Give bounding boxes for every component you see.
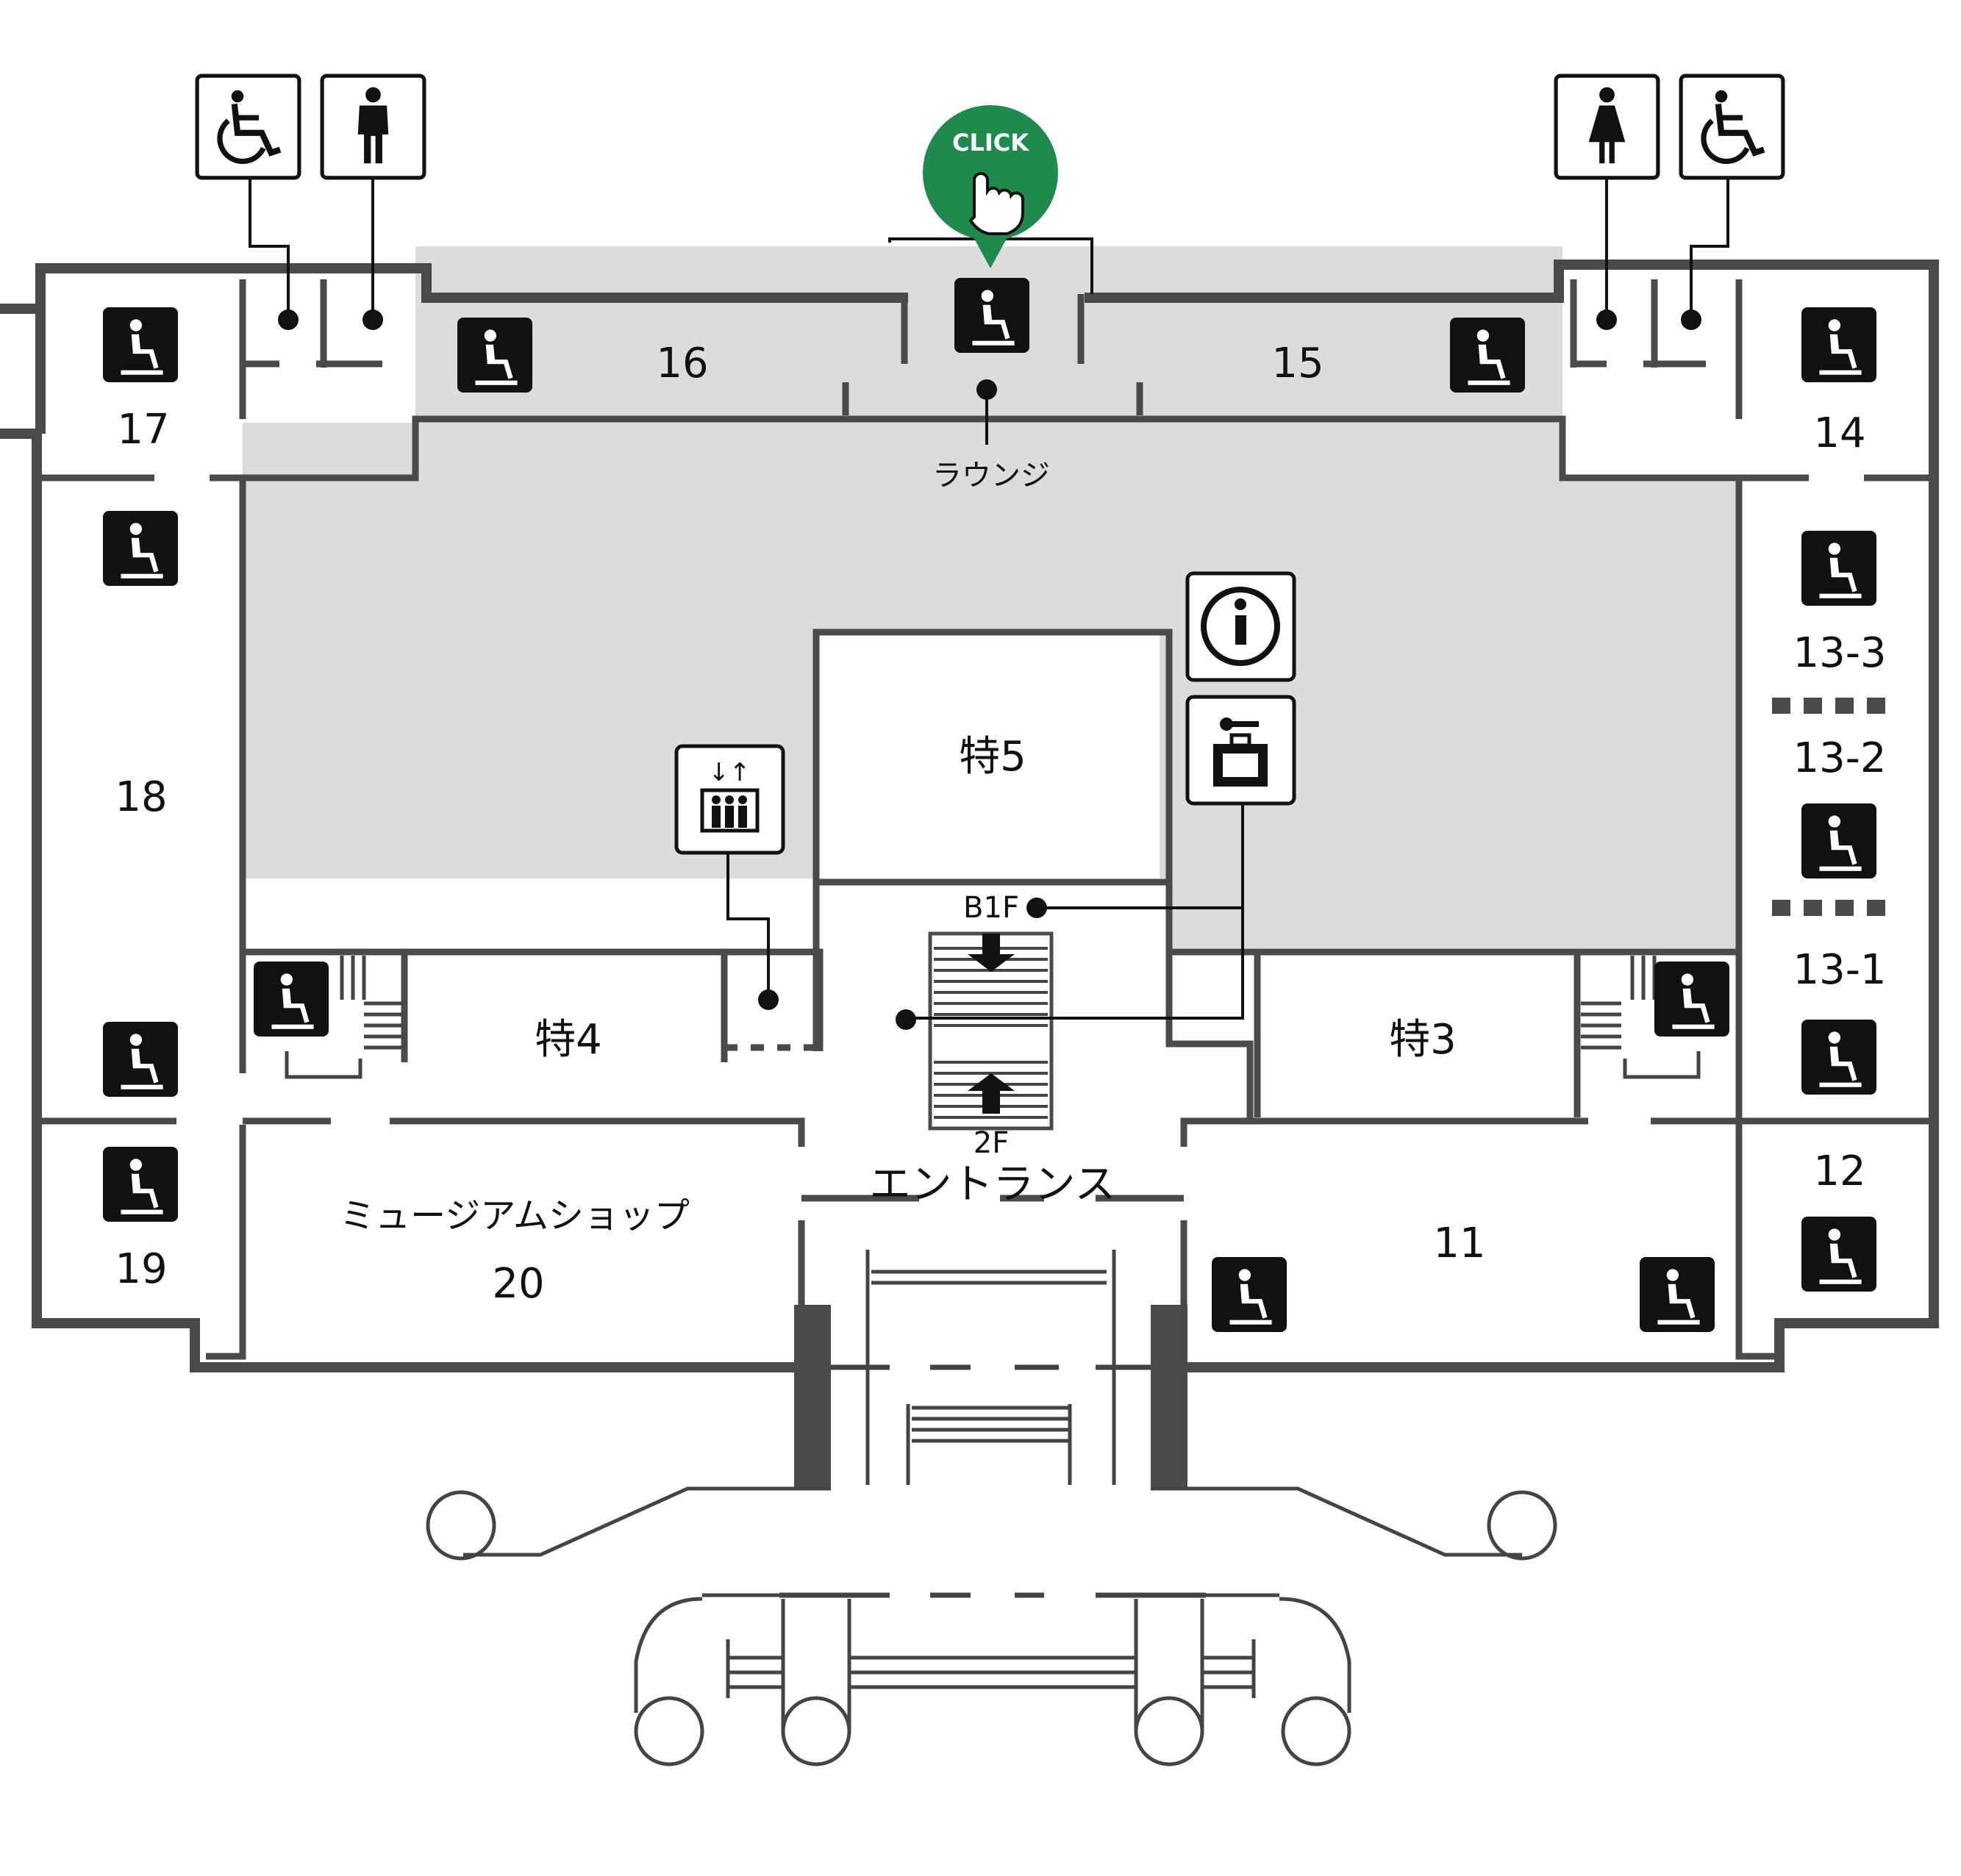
room-14-label: 14 [1813,409,1865,457]
seat-icon [1801,307,1876,382]
wheelchair-icon[interactable] [197,76,299,178]
entrance-label: エントランス [870,1161,1116,1209]
seat-icon [254,962,329,1037]
b1f-label: B1F [963,891,1019,925]
museum-shop-label: ミュージアムショップ [340,1195,690,1236]
room-18-label: 18 [115,773,167,821]
pillar-right [1151,1305,1187,1489]
seat-icon [1640,1257,1715,1332]
arrow-up-icon [968,1073,1015,1114]
room-11-label: 11 [1433,1220,1485,1267]
pillar-left [794,1305,831,1489]
seat-icon [1801,803,1876,878]
seat-icon [1212,1257,1287,1332]
information-icon[interactable] [1185,571,1296,682]
svg-text:↓↑: ↓↑ [709,758,751,787]
wheelchair-icon[interactable] [1681,76,1783,178]
seat-icon [1450,318,1525,393]
room-12-label: 12 [1813,1148,1865,1195]
outer-walls [0,259,1939,1372]
escalator [928,931,1054,1131]
seat-icon [1801,1020,1876,1095]
room-20-label: 20 [492,1260,544,1308]
seat-icon [103,511,178,586]
seat-icon [103,1147,178,1222]
hand-pointer-icon [968,172,1024,235]
seat-icon [1801,1217,1876,1292]
room-13-1-label: 13-1 [1793,946,1886,994]
entrance-approach [426,1250,1557,1766]
seat-icon [457,318,532,393]
lounge-label: ラウンジ [932,459,1050,493]
inner-walls [37,279,1934,1367]
connector-dots [278,309,1701,1030]
womens-toilet-icon[interactable] [1556,76,1658,178]
room-17-label: 17 [117,406,169,454]
room-13-2-label: 13-2 [1793,734,1886,782]
click-label: CLICK [952,129,1029,157]
seat-icon [1801,531,1876,606]
side-stairs [285,956,1701,1079]
arrow-down-icon [968,934,1015,972]
room-16-label: 16 [656,340,708,387]
room-19-label: 19 [115,1245,167,1293]
2f-label: 2F [974,1126,1009,1160]
seat-icon [103,1022,178,1097]
coin-locker-icon[interactable] [1185,695,1296,806]
click-pin[interactable]: CLICK [923,105,1058,268]
room-15-label: 15 [1271,340,1324,387]
mens-toilet-icon[interactable] [322,76,424,178]
elevator-icon[interactable]: ↓↑ [674,744,785,855]
room-13-3-label: 13-3 [1793,629,1886,677]
seat-icon [954,278,1029,353]
seat-icon [1654,962,1729,1037]
toku4-label: 特4 [535,1016,602,1064]
toku3-label: 特3 [1389,1016,1457,1064]
toku5-label: 特5 [959,733,1026,781]
seat-icon [103,307,178,382]
